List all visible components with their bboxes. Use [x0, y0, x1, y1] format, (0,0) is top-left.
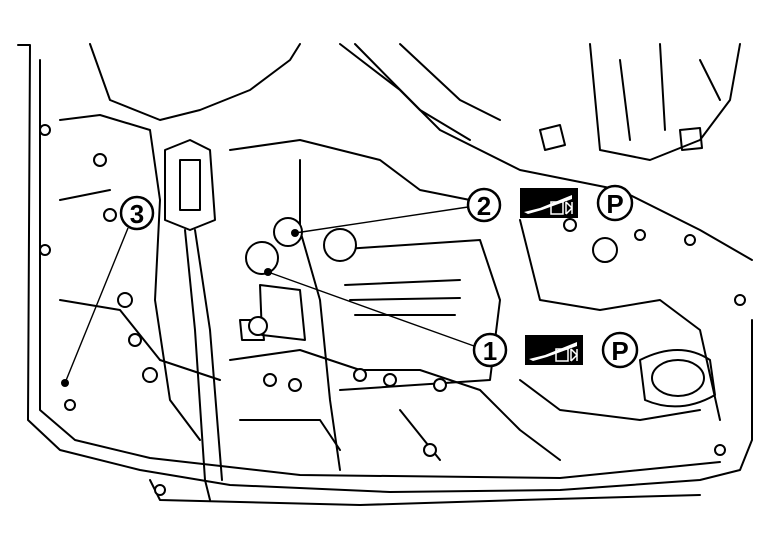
- bolt-holes: [39, 124, 746, 496]
- housing-outline: [17, 43, 753, 506]
- torque-wrench-icon: [525, 335, 583, 365]
- sealant-p-symbol: P: [606, 189, 623, 219]
- torque-wrench-icon: [520, 188, 578, 218]
- callout-3: 3: [119, 195, 155, 231]
- callout-3-label: 3: [130, 199, 144, 229]
- callout-2-label: 2: [477, 191, 491, 221]
- callout-1: 1 P: [472, 331, 639, 369]
- callout-1-label: 1: [483, 336, 497, 366]
- callout-2: 2 P: [466, 184, 634, 223]
- leader-lines: [61, 206, 475, 387]
- sealant-p-symbol: P: [611, 336, 628, 366]
- plugs: [245, 217, 303, 275]
